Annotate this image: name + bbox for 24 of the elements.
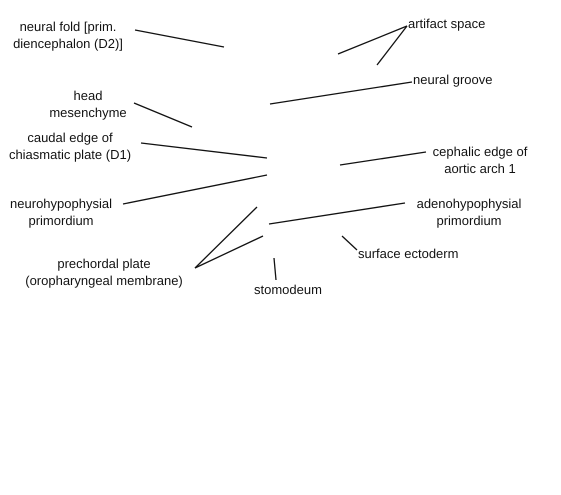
leader-line: [270, 81, 412, 105]
part-label: artifact space: [408, 15, 486, 32]
leader-line: [342, 236, 358, 250]
part-label: surface ectoderm: [358, 245, 458, 262]
leader-line: [268, 202, 406, 225]
part-label: head mesenchyme: [43, 87, 133, 121]
part-label: neural fold [prim. diencephalon (D2)]: [2, 18, 134, 52]
leader-line: [340, 151, 426, 166]
leader-line: [194, 206, 258, 268]
leader-line: [140, 142, 268, 159]
part-label: caudal edge of chiasmatic plate (D1): [0, 129, 140, 163]
leader-line: [122, 174, 268, 205]
part-label: neurohypophysial primordium: [0, 195, 122, 229]
leader-line: [376, 26, 408, 66]
part-label: neural groove: [413, 71, 492, 88]
leader-line: [338, 25, 408, 55]
part-label: cephalic edge of aortic arch 1: [427, 143, 533, 177]
leader-line: [273, 258, 277, 280]
leader-line: [194, 235, 264, 269]
part-label: prechordal plate (oropharyngeal membrane): [14, 255, 194, 289]
part-label: stomodeum: [254, 281, 322, 298]
part-label: adenohypophysial primordium: [406, 195, 532, 229]
leader-line: [134, 102, 192, 128]
leader-line: [134, 29, 224, 48]
